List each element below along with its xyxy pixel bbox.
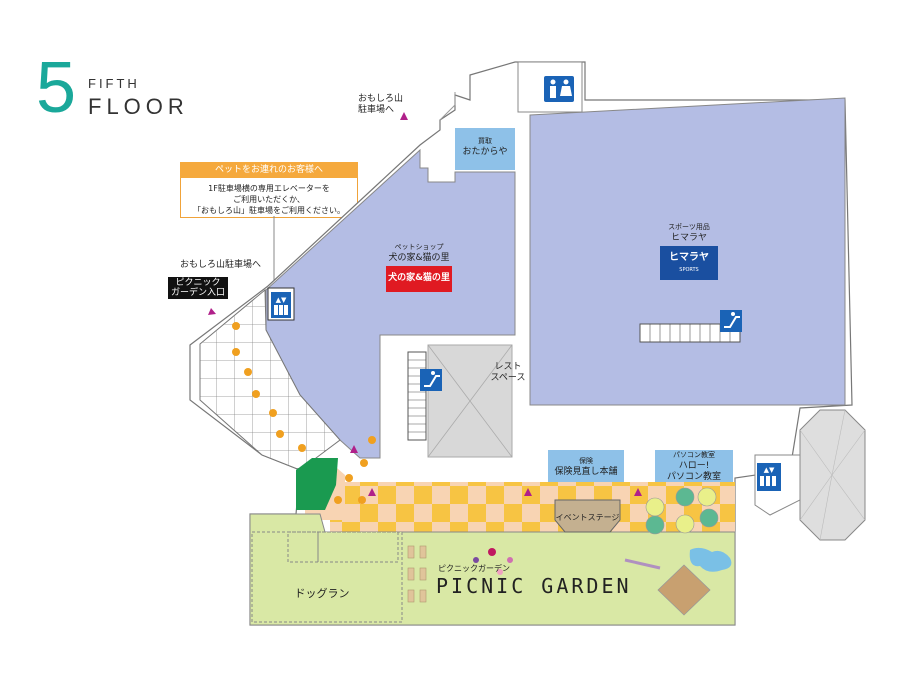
store-name: 犬の家&猫の里	[388, 253, 450, 263]
walkway	[330, 482, 735, 532]
elevator-icon: ▲▼	[757, 463, 781, 491]
pc-area	[655, 450, 733, 486]
store-name-2: パソコン教室	[666, 472, 721, 482]
himaraya-logo-text: ヒマラヤ	[669, 252, 709, 263]
event-stage	[554, 499, 621, 533]
pet-notice-line: ご利用いただくか、	[233, 195, 305, 204]
parking-label-top-line: 駐車場へ	[358, 105, 395, 115]
store-category: 保険	[579, 457, 593, 465]
hoken-area	[548, 450, 624, 486]
petshop-logo-text: 犬の家&猫の里	[388, 273, 450, 283]
store-name: ハロー!	[678, 461, 710, 471]
petshop-logo	[386, 266, 452, 292]
store-hoken[interactable]: 保険 保険見直し本舗	[548, 456, 624, 478]
himaraya-logo	[660, 246, 718, 280]
parking-label-left: おもしろ山駐車場へ	[180, 260, 262, 270]
store-petshop[interactable]: ペットショップ 犬の家&猫の里	[376, 242, 462, 264]
sandbox	[657, 564, 711, 616]
store-pc[interactable]: パソコン教室 ハロー! パソコン教室	[655, 450, 733, 483]
rest-space-line: スペース	[490, 373, 526, 383]
event-stage-label: イベントステージ	[555, 513, 620, 522]
svg-text:▲▼: ▲▼	[276, 296, 287, 304]
green-corner	[296, 458, 338, 510]
svg-text:▲▼: ▲▼	[764, 466, 775, 474]
dog-run	[251, 531, 403, 623]
picnic-entrance-label: ピクニック ガーデン入口	[168, 277, 229, 299]
escalator-icon	[420, 369, 442, 391]
pet-notice-line: 1F駐車場横の専用エレベーターを	[208, 184, 330, 193]
otakaraya-area	[455, 128, 515, 170]
parking-label-top: おもしろ山 駐車場へ	[358, 94, 403, 116]
picnic-entrance-line: ガーデン入口	[171, 288, 226, 298]
rest-space-line: レスト	[494, 362, 522, 372]
store-category: ペットショップ	[394, 243, 444, 251]
pet-notice-title: ペットをお連れのお客様へ	[180, 162, 358, 178]
floor-label: FLOOR	[88, 94, 189, 119]
store-name: おたからや	[462, 147, 508, 157]
elevator-icon: ▲▼	[267, 287, 295, 321]
store-category: 買取	[478, 137, 492, 145]
store-name: ヒマラヤ	[670, 233, 707, 243]
store-category: スポーツ用品	[668, 223, 710, 231]
store-himaraya[interactable]: スポーツ用品 ヒマラヤ	[640, 222, 738, 244]
pet-notice: ペットをお連れのお客様へ 1F駐車場横の専用エレベーターを ご利用いただくか、 …	[180, 162, 358, 218]
store-name: 保険見直し本舗	[554, 467, 618, 477]
terrace-grid	[199, 288, 341, 471]
picnic-entrance-line: ピクニック	[175, 278, 221, 288]
parking-label-top-line: おもしろ山	[358, 94, 404, 104]
escalator-vertical	[407, 351, 427, 441]
picnic-kana-label: ピクニックガーデン	[438, 564, 510, 573]
restroom-icon	[544, 76, 574, 102]
rest-space-label: レスト スペース	[488, 362, 528, 384]
dog-run-label: ドッグラン	[294, 587, 350, 600]
paw-icon	[232, 322, 376, 504]
store-category: パソコン教室	[673, 451, 715, 459]
floor-number: 5	[36, 48, 77, 128]
store-otakaraya[interactable]: 買取 おたからや	[455, 136, 515, 158]
octagon-terrace	[799, 409, 866, 541]
escalator-icon	[720, 310, 742, 332]
floor-sub-label: FIFTH	[88, 76, 140, 91]
himaraya-logo-sub: SPORTS	[679, 267, 699, 273]
picnic-title: PICNIC GARDEN	[436, 574, 632, 598]
pet-notice-body: 1F駐車場横の専用エレベーターを ご利用いただくか、 「おもしろ山」駐車場をご利…	[181, 183, 357, 216]
pet-notice-line: 「おもしろ山」駐車場をご利用ください。	[193, 206, 345, 215]
